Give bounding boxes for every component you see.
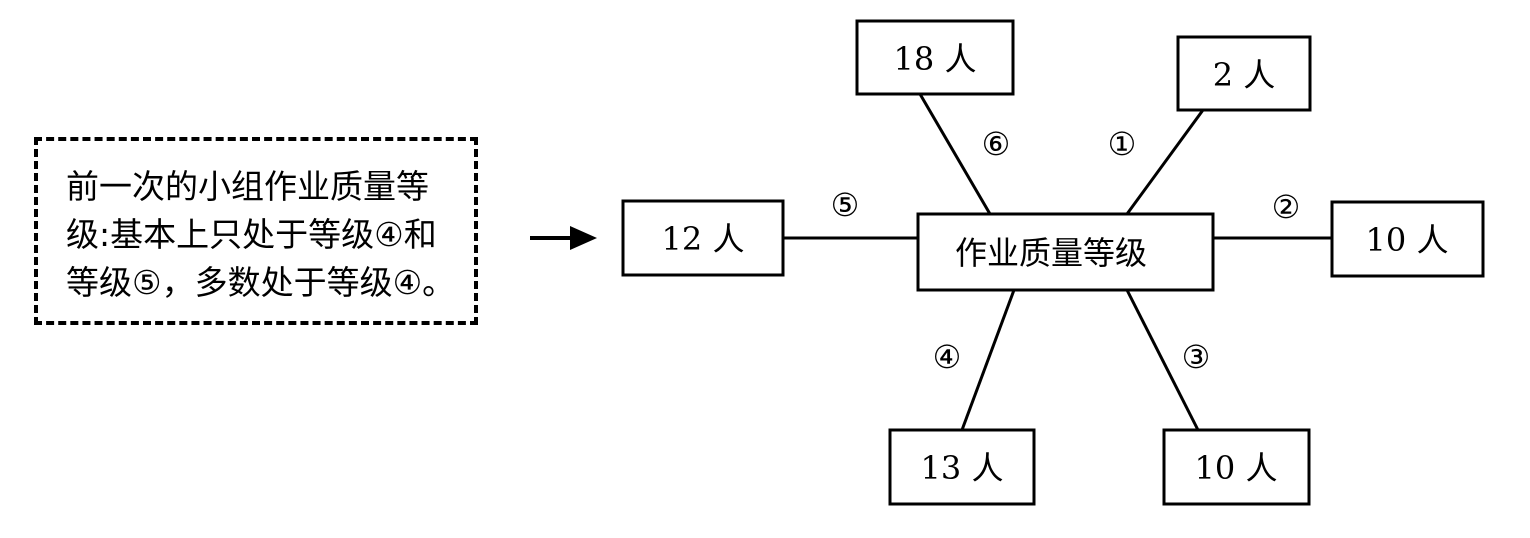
node-1-box: 2 人 bbox=[1176, 35, 1312, 112]
note-line-3: 等级⑤，多数处于等级④。 bbox=[66, 263, 456, 302]
edge-label-5: ⑤ bbox=[831, 186, 860, 224]
note-line-2: 级:基本上只处于等级④和 bbox=[66, 215, 437, 254]
edge-1 bbox=[1125, 109, 1205, 215]
edge-3 bbox=[1125, 289, 1200, 431]
node-3-box: 10 人 bbox=[1162, 428, 1311, 506]
edge-label-3: ③ bbox=[1182, 338, 1211, 376]
edge-4 bbox=[960, 289, 1016, 431]
arrow-right-icon bbox=[530, 226, 597, 250]
center-node: 作业质量等级 bbox=[916, 212, 1215, 292]
node-4-value: 13 人 bbox=[921, 449, 1004, 487]
edge-6 bbox=[918, 93, 992, 215]
edge-label-4: ④ bbox=[933, 338, 962, 376]
note-line-1: 前一次的小组作业质量等 bbox=[66, 167, 429, 206]
node-3-value: 10 人 bbox=[1195, 449, 1278, 487]
node-4-box: 13 人 bbox=[888, 428, 1036, 506]
center-label: 作业质量等级 bbox=[955, 234, 1147, 272]
node-5-box: 12 人 bbox=[621, 199, 785, 277]
edge-label-2: ② bbox=[1272, 188, 1301, 226]
edge-label-6: ⑥ bbox=[982, 125, 1011, 163]
node-6-value: 18 人 bbox=[894, 40, 977, 78]
node-1-value: 2 人 bbox=[1213, 56, 1276, 94]
node-6-box: 18 人 bbox=[855, 19, 1015, 96]
node-2-box: 10 人 bbox=[1330, 200, 1485, 278]
edge-label-1: ① bbox=[1108, 125, 1137, 163]
node-5-value: 12 人 bbox=[662, 220, 745, 258]
node-2-value: 10 人 bbox=[1366, 221, 1449, 259]
previous-quality-note: 前一次的小组作业质量等 级:基本上只处于等级④和 等级⑤，多数处于等级④。 bbox=[34, 137, 478, 325]
